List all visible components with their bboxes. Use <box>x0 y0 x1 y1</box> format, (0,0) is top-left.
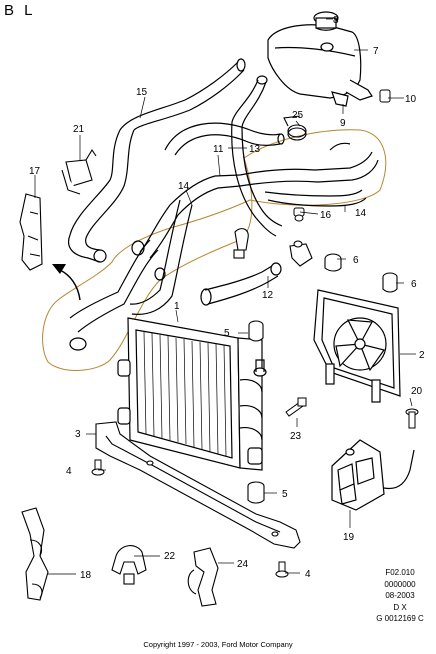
reference-code: 08-2003 <box>385 591 415 600</box>
screw-20 <box>405 408 419 429</box>
copyright-notice: Copyright 1997 - 2003, Ford Motor Compan… <box>143 640 293 649</box>
callout-6: 6 <box>353 255 359 266</box>
callout-16: 16 <box>320 210 332 221</box>
clip-22 <box>111 545 147 585</box>
callout-18: 18 <box>80 570 92 581</box>
fan-control-19 <box>331 439 415 511</box>
callout-15: 15 <box>136 87 148 98</box>
reference-code: G 0012169 C <box>376 614 424 623</box>
bracket-17 <box>19 193 43 271</box>
callout-25: 25 <box>292 110 304 121</box>
callout-21: 21 <box>73 124 85 135</box>
hose-13 <box>231 75 283 237</box>
callout-13: 13 <box>249 144 261 155</box>
mount-5-upper <box>248 320 264 342</box>
callout-12: 12 <box>262 290 274 301</box>
fitting-6-right <box>382 272 398 293</box>
bolt-4-left <box>91 459 105 476</box>
callout-8: 8 <box>333 15 339 26</box>
highlight-outline <box>42 129 387 371</box>
reference-codes: F02.010 0000000 08-2003 D X G 0012169 C <box>370 567 430 625</box>
clip-16 <box>293 207 305 222</box>
callout-10: 10 <box>405 94 417 105</box>
callout-9: 9 <box>340 118 346 129</box>
callout-14: 14 <box>178 181 190 192</box>
callout-24: 24 <box>237 559 249 570</box>
radiator <box>117 317 267 471</box>
callout-19: 19 <box>343 532 355 543</box>
callout-3: 3 <box>75 429 81 440</box>
reference-code: D X <box>393 602 407 612</box>
hose-connector <box>233 228 313 267</box>
callout-7: 7 <box>373 46 379 57</box>
clip-24 <box>187 547 219 607</box>
clip-18 <box>21 507 49 601</box>
lower-support-3 <box>95 421 301 549</box>
hose-15 <box>67 58 246 263</box>
callout-6: 6 <box>411 279 417 290</box>
fan-shroud <box>313 289 401 403</box>
reference-code: 0000000 <box>384 579 416 589</box>
callout-1: 1 <box>174 301 180 312</box>
bolt-23 <box>285 397 307 417</box>
tank-bracket <box>379 89 391 103</box>
leader-lines <box>34 18 416 575</box>
callout-17: 17 <box>29 166 41 177</box>
reference-code: F02.010 <box>385 568 415 577</box>
callout-11: 11 <box>213 144 224 155</box>
callout-4: 4 <box>66 466 72 477</box>
bracket-21 <box>61 148 97 195</box>
callout-4: 4 <box>305 569 311 580</box>
callout-20: 20 <box>411 386 423 397</box>
clamp-25 <box>283 115 307 141</box>
callout-23: 23 <box>290 431 302 442</box>
callout-5: 5 <box>282 489 288 500</box>
hose-14-lower <box>69 199 193 351</box>
callout-5: 5 <box>224 328 230 339</box>
callout-labels: 1 2 3 4 4 5 5 6 6 7 8 9 10 11 12 13 14 1… <box>29 15 425 581</box>
bolt-4-right <box>275 561 289 578</box>
mount-5-lower <box>247 481 265 504</box>
callout-2: 2 <box>419 350 425 361</box>
callout-22: 22 <box>164 551 176 562</box>
corner-label: B L <box>4 2 36 19</box>
callout-14: 14 <box>355 208 367 219</box>
fitting-6-upper <box>324 253 342 272</box>
hose-11 <box>164 122 285 156</box>
hose-14-upper <box>139 142 379 259</box>
expansion-tank <box>267 11 373 107</box>
direction-arrow <box>52 264 81 301</box>
